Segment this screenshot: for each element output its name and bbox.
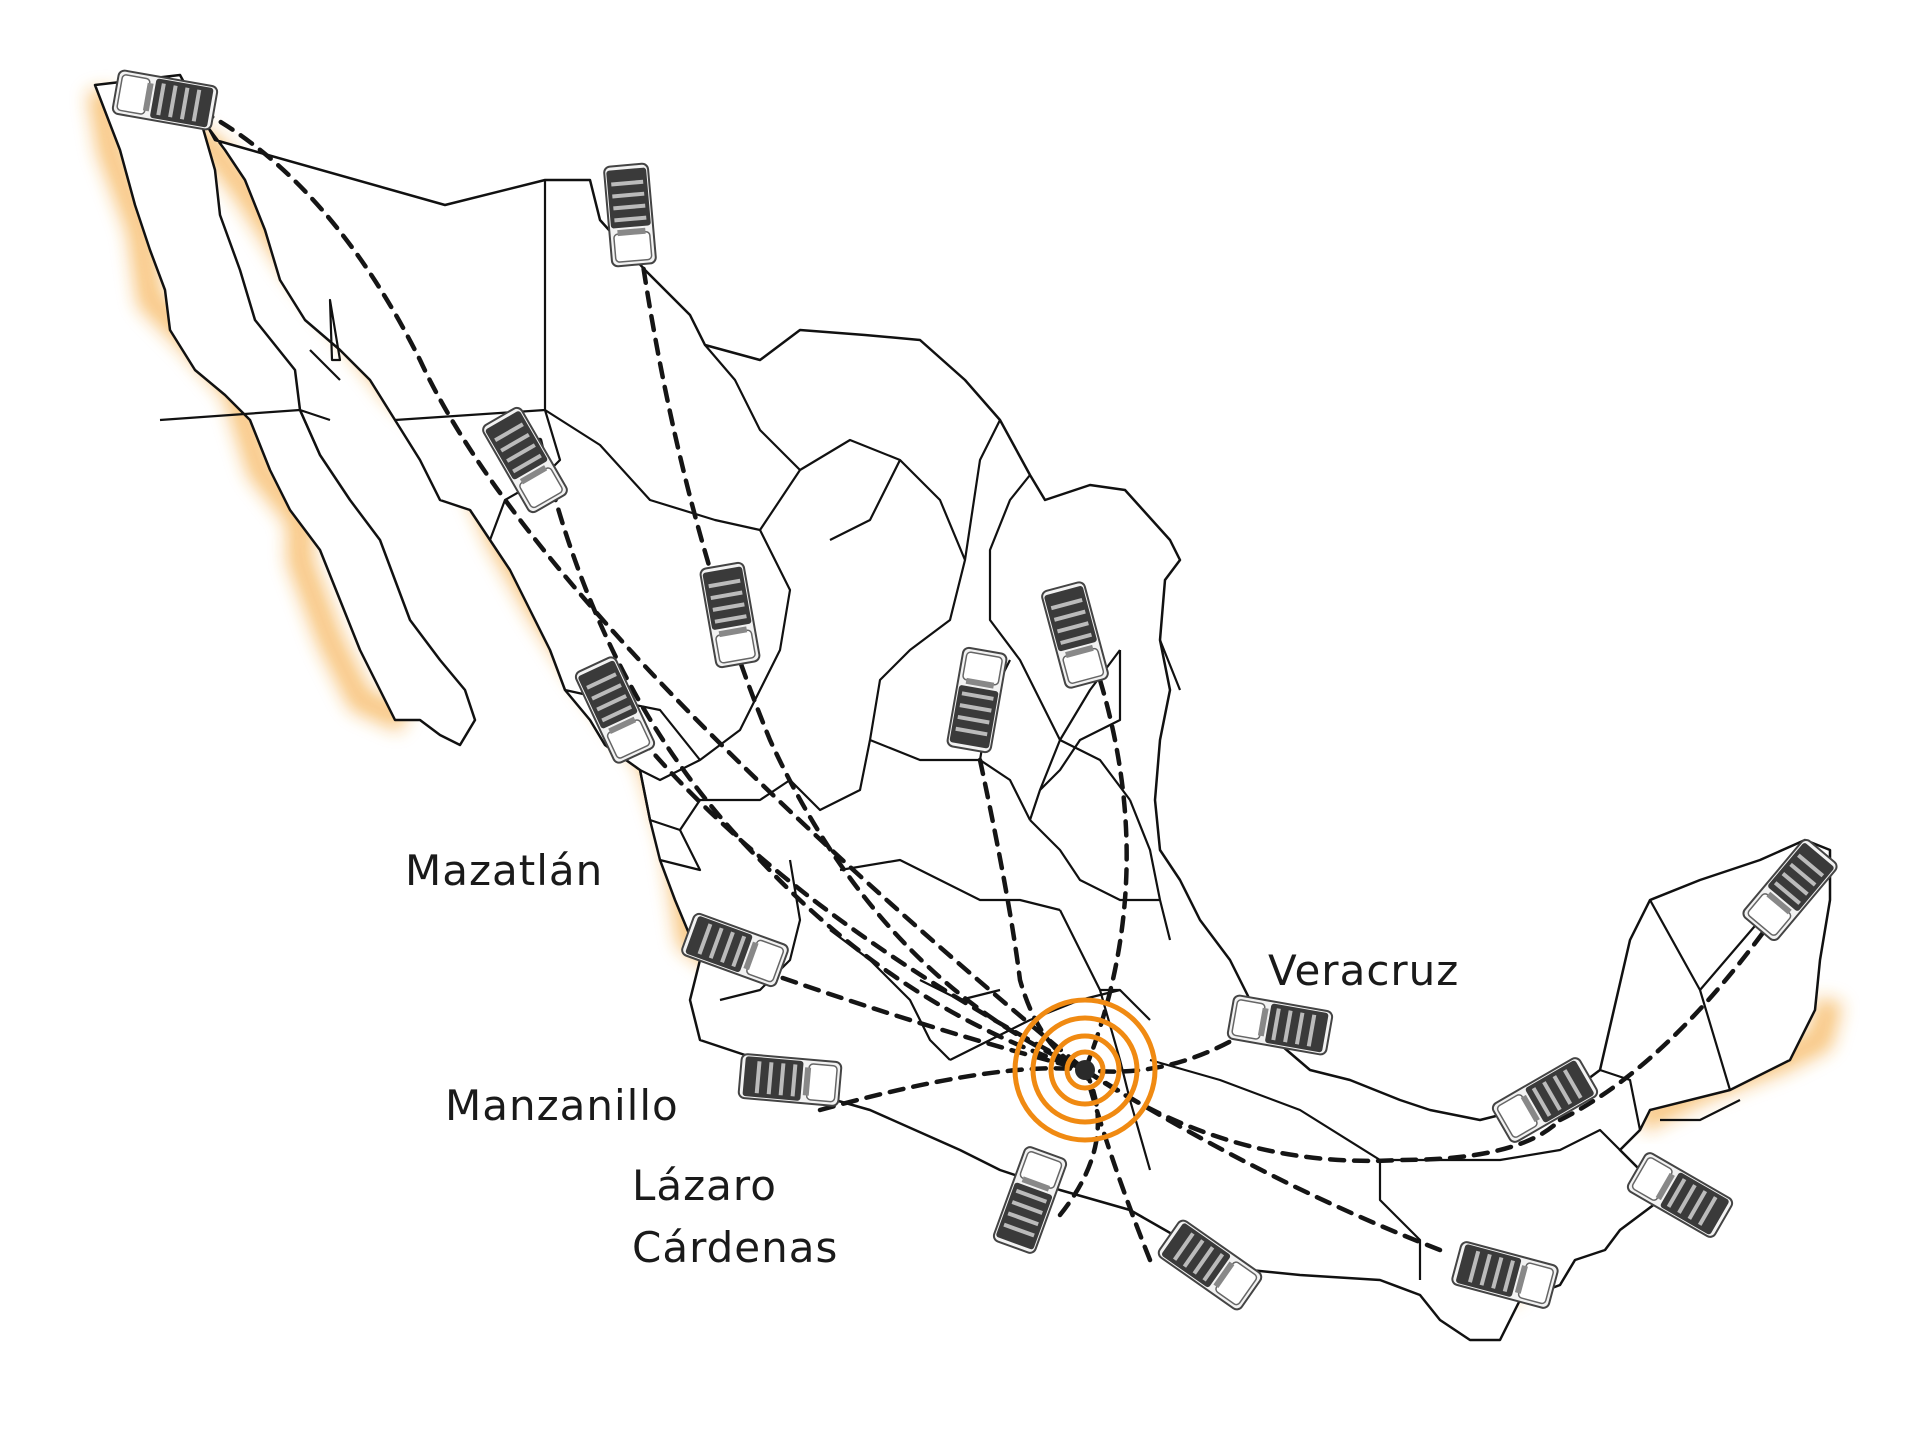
route	[757, 967, 1088, 1073]
label-mazatlan: Mazatlán	[405, 846, 603, 895]
label-lazaro-line2: Cárdenas	[632, 1223, 838, 1272]
route	[1082, 1067, 1153, 1263]
route	[607, 697, 1088, 1073]
label-lazaro-line1: Lázaro	[632, 1161, 777, 1210]
route	[817, 1066, 1088, 1113]
label-manzanillo: Manzanillo	[445, 1081, 679, 1130]
truck-icon	[737, 1052, 843, 1108]
route	[1082, 1067, 1563, 1164]
route	[197, 107, 1088, 1073]
truck-icon	[602, 162, 658, 268]
label-veracruz: Veracruz	[1268, 946, 1459, 995]
target-rings-icon	[1012, 997, 1158, 1143]
route	[637, 242, 1088, 1073]
route	[537, 437, 1088, 1073]
truck-icon	[1624, 1149, 1736, 1241]
